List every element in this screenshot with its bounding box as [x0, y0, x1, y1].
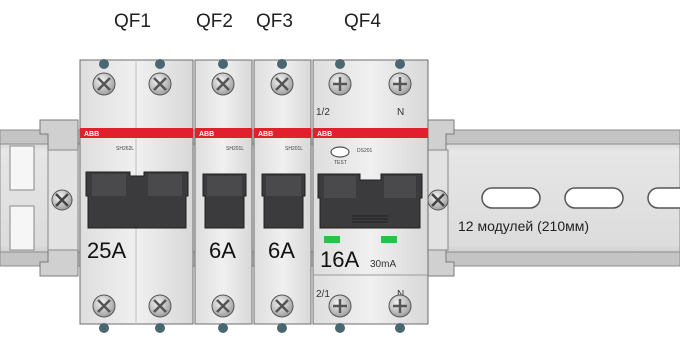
screw-terminal-icon	[270, 294, 294, 333]
qf1-brand: ABB	[84, 131, 99, 138]
screw-terminal-icon	[328, 294, 352, 333]
qf1-model: SH262L	[116, 146, 134, 152]
rail-clamp-icon	[51, 189, 73, 211]
screw-terminal-icon	[211, 294, 235, 333]
qf4-test-label: TEST	[334, 160, 347, 166]
screw-terminal-icon	[388, 59, 412, 96]
screw-terminal-icon	[270, 59, 294, 96]
qf3-rating: 6A	[268, 238, 295, 263]
screw-terminal-icon	[92, 294, 116, 333]
qf2-model: SH201L	[226, 146, 244, 152]
screw-terminal-icon	[148, 59, 172, 96]
qf4-rating: 16A	[320, 247, 359, 272]
breaker-qf1: QF1 ABB SH262L 25A	[79, 11, 194, 333]
indicator-right	[381, 236, 397, 243]
screw-terminal-icon	[211, 59, 235, 96]
qf2-rating: 6A	[209, 238, 236, 263]
qf4-terminal-top-right: N	[397, 107, 404, 118]
qf3-label: QF3	[256, 11, 293, 32]
qf4-terminal-bottom-left: 2/1	[316, 289, 330, 300]
qf4-brand: ABB	[317, 131, 332, 138]
screw-terminal-icon	[148, 294, 172, 333]
test-button[interactable]	[330, 146, 350, 158]
screw-terminal-icon	[92, 59, 116, 96]
rail-clamp-icon	[427, 189, 449, 211]
screw-terminal-icon	[388, 294, 412, 333]
qf1-label: QF1	[114, 11, 151, 32]
qf2-brand: ABB	[199, 131, 214, 138]
breaker-qf3: QF3 ABB SH201L 6A	[253, 11, 312, 333]
qf4-model: DS201	[357, 148, 373, 154]
qf4-label: QF4	[344, 11, 381, 32]
qf2-label: QF2	[196, 11, 233, 32]
indicator-left	[324, 236, 340, 243]
screw-terminal-icon	[328, 59, 352, 96]
rail-caption: 12 модулей (210мм)	[458, 218, 589, 234]
qf4-terminal-top-left: 1/2	[316, 107, 330, 118]
left-end-clamp	[39, 119, 79, 277]
qf4-leakage: 30mA	[370, 259, 396, 270]
qf4-terminal-bottom-right: N	[397, 289, 404, 300]
qf3-model: SH201L	[285, 146, 303, 152]
breaker-qf2: QF2 ABB SH201L 6A	[194, 11, 253, 333]
qf3-brand: ABB	[258, 131, 273, 138]
qf1-rating: 25A	[87, 238, 126, 263]
breaker-qf4: QF4 ABB 1/2 N TEST DS201 16A 30mA 2/1 N	[312, 11, 429, 333]
right-end-clamp	[427, 119, 455, 277]
